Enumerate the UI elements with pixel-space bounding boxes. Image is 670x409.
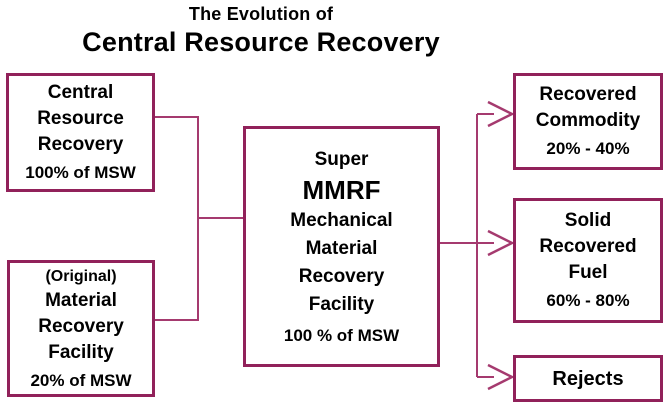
box-note: 60% - 80% [546, 291, 630, 310]
box-text-line: Resource [37, 108, 124, 129]
box-note: 20% - 40% [546, 139, 630, 158]
page-title: The Evolution of Central Resource Recove… [0, 2, 522, 58]
arrow-to-solid-recovered-fuel-icon [487, 229, 515, 257]
box-recovered-commodity: Recovered Commodity 20% - 40% [513, 73, 663, 170]
box-central-resource-recovery: Central Resource Recovery 100% of MSW [6, 73, 155, 192]
box-super-mmrf: Super MMRF Mechanical Material Recovery … [243, 126, 440, 367]
box-note: 100 % of MSW [283, 325, 400, 345]
box-text-line: Rejects [552, 367, 624, 390]
arrow-to-rejects-icon [487, 363, 515, 391]
box-original-material-recovery-facility: (Original) Material Recovery Facility 20… [7, 260, 155, 397]
box-text-line: Recovery [37, 134, 124, 155]
box-text-line: Fuel [568, 262, 608, 283]
box-rejects: Rejects [513, 355, 663, 402]
box-text-line: Material [45, 289, 117, 311]
box-note: 100% of MSW [25, 163, 136, 182]
box-acronym: MMRF [302, 174, 381, 205]
title-line-1: The Evolution of [188, 4, 334, 24]
box-text-line: Recovery [38, 315, 124, 337]
box-text-line: Solid [564, 210, 612, 231]
box-text-line: Recovery [298, 265, 385, 287]
title-line-2: Central Resource Recovery [82, 27, 440, 57]
arrow-to-recovered-commodity-icon [487, 100, 515, 128]
box-text-line: Super [314, 148, 369, 170]
box-text-line: Mechanical [290, 209, 393, 231]
box-text-line: Recovered [539, 84, 637, 105]
box-text-line: Recovered [539, 236, 637, 257]
connector-left-bracket [155, 116, 199, 321]
box-pre-label: (Original) [45, 267, 117, 285]
box-text-line: Central [47, 82, 114, 103]
box-solid-recovered-fuel: Solid Recovered Fuel 60% - 80% [513, 198, 663, 323]
box-note: 20% of MSW [30, 370, 132, 390]
box-text-line: Material [305, 237, 378, 259]
box-text-line: Facility [48, 341, 114, 363]
box-text-line: Facility [308, 293, 375, 315]
box-text-line: Commodity [535, 110, 641, 131]
